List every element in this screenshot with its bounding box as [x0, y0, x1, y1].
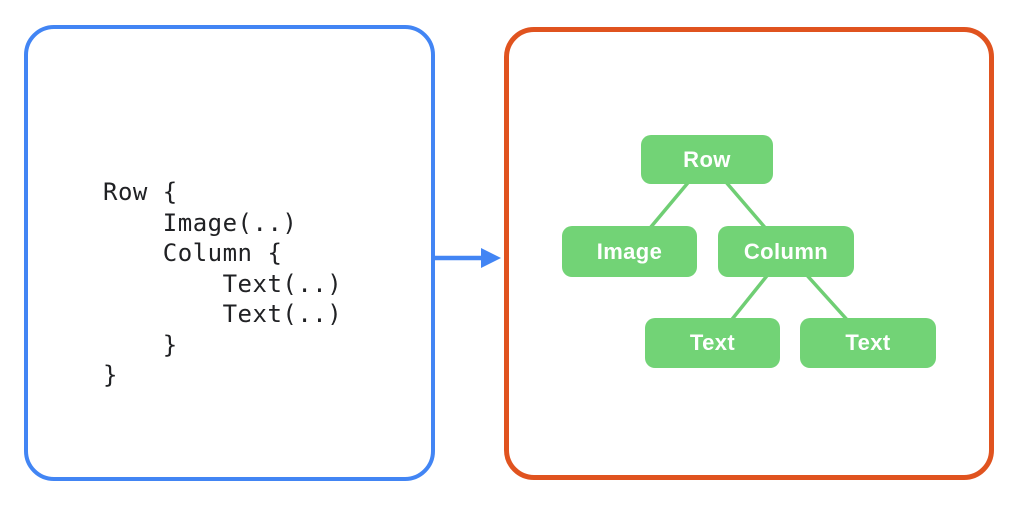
- code-line: Row {: [103, 178, 178, 206]
- tree-node-column: Column: [718, 226, 854, 277]
- tree-node-text: Text: [645, 318, 780, 368]
- code-line: Column {: [103, 239, 283, 267]
- tree-node-row: Row: [641, 135, 773, 184]
- code-line: Text(..): [103, 300, 343, 328]
- code-block: Row { Image(..) Column { Text(..) Text(.…: [103, 177, 342, 391]
- code-line: Text(..): [103, 269, 343, 298]
- right-arrow-icon: [433, 248, 501, 268]
- code-line: }: [103, 361, 118, 389]
- tree-node-text: Text: [800, 318, 936, 368]
- code-line: }: [103, 330, 178, 359]
- tree-node-image: Image: [562, 226, 697, 277]
- code-panel: Row { Image(..) Column { Text(..) Text(.…: [24, 25, 435, 481]
- code-line: Image(..): [103, 208, 298, 237]
- tree-panel: Row Image Column Text Text: [504, 27, 994, 480]
